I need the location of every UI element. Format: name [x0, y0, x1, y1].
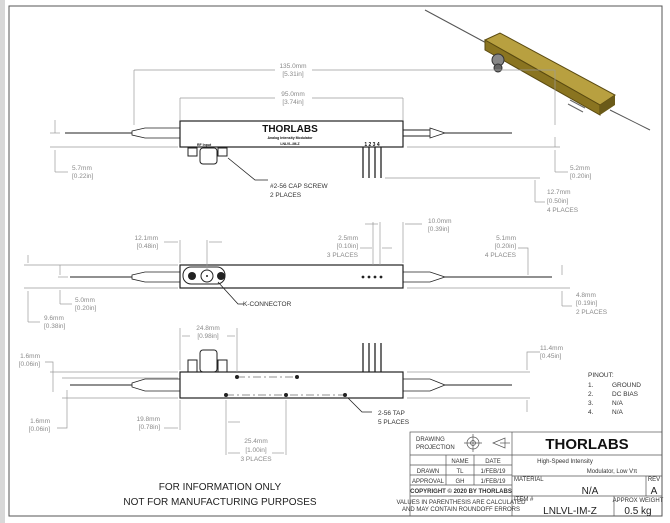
title_block-name_header: NAME	[451, 459, 468, 465]
title_block-item: LNLVL-IM-Z	[543, 506, 597, 517]
title_block-rev_label: REV	[648, 477, 660, 483]
dim-front-fiber-left-mm: 5.0mm	[75, 297, 95, 304]
dim-pin-pitch-note: 3 PLACES	[327, 252, 359, 259]
dim-fiber-right-in: [0.20in]	[570, 173, 592, 180]
title_block-approval_label: APPROVAL	[412, 479, 445, 485]
tap-callout: 2-56 TAP	[378, 410, 405, 417]
dim-top-offset-mm: 1.6mm	[20, 353, 40, 360]
dim-bottom-offset-in: [0.06in]	[29, 426, 51, 433]
title-block	[409, 431, 663, 517]
cap-screw-count: 2 PLACES	[270, 192, 302, 199]
dim-tap-pitch-in: [1.00in]	[245, 447, 267, 454]
title_block-drawn_date: 1/FEB/19	[480, 469, 506, 475]
dim-tap-offset-mm: 19.8mm	[137, 416, 160, 423]
top-view: 135.0mm [5.31in] 95.0mm [3.74in] THORLAB…	[50, 63, 592, 214]
dim-pin-pitch-in: [0.10in]	[337, 243, 359, 250]
dim-pin-pitch-mm: 2.5mm	[338, 235, 358, 242]
dim-fiber-left-mm: 5.7mm	[72, 165, 92, 172]
left-margin	[0, 0, 5, 523]
pinout-title: PINOUT:	[588, 372, 614, 379]
dim-front-fiber-right-in: [0.19in]	[576, 300, 598, 307]
drawing-border	[8, 5, 663, 517]
dim-pin-offset-mm: 10.0mm	[428, 218, 451, 225]
tap-count: 5 PLACES	[378, 419, 410, 426]
pinout-table: PINOUT: 1. GROUND 2. DC BIAS 3. N/A 4. N/A	[588, 372, 641, 416]
dim-connector-offset-mm: 12.1mm	[135, 235, 158, 242]
title_block-drawing_projection-1: PROJECTION	[416, 445, 455, 451]
footer-line-1: FOR INFORMATION ONLY	[159, 482, 282, 493]
cap-screw-callout: #2-56 CAP SCREW	[270, 183, 329, 190]
dim-tap-offset-in: [0.78in]	[139, 424, 161, 431]
title_block-note-1: AND MAY CONTAIN ROUNDOFF ERRORS	[402, 507, 520, 513]
dim-body-mm: 95.0mm	[281, 91, 304, 98]
dim-body-in: [3.74in]	[282, 99, 304, 106]
title_block-item_label: ITEM #	[514, 497, 534, 503]
thorlabs-logo: THORLABS	[545, 436, 628, 453]
body-part: LNLVL-IM-Z	[280, 142, 300, 146]
title_block-approval_date: 1/FEB/19	[480, 479, 506, 485]
dim-top-offset-in: [0.06in]	[19, 361, 41, 368]
rf-input-label: RF Input	[197, 143, 212, 147]
dim-bottom-offset-mm: 1.6mm	[30, 418, 50, 425]
title_block-drawn_name: TL	[456, 469, 464, 475]
dim-pin-length-note: 4 PLACES	[547, 207, 579, 214]
pin-numbers: 1 2 3 4	[364, 142, 380, 148]
dim-connector-span-in: [0.98in]	[197, 333, 219, 340]
dim-connector-offset-in: [0.48in]	[137, 243, 159, 250]
pinout-pins-2-num: 3.	[588, 400, 594, 407]
body-label: Analog Intensity Modulator	[267, 136, 313, 140]
footer-line-2: NOT FOR MANUFACTURING PURPOSES	[123, 497, 316, 508]
title_block-material_label: MATERIAL	[514, 477, 544, 483]
dim-pin-length-mm: 12.7mm	[547, 189, 570, 196]
pinout-pins-3-name: N/A	[612, 409, 624, 416]
title_block-note-0: VALUES IN PARENTHESIS ARE CALCULATED	[396, 500, 526, 506]
title_block-drawn_label: DRAWN	[417, 469, 439, 475]
pinout-pins-1-num: 2.	[588, 391, 594, 398]
title_block-title-1: Modulator, Low Vπ	[587, 469, 638, 475]
dim-tap-pitch-mm: 25.4mm	[244, 438, 267, 445]
dim-front-fiber-right-mm: 4.8mm	[576, 292, 596, 299]
k-connector-callout: K-CONNECTOR	[243, 301, 292, 308]
title-block-text: DRAWING PROJECTION NAME DATE DRAWN TL 1/…	[396, 436, 663, 517]
dim-pin-height-mm: 5.1mm	[496, 235, 516, 242]
front-view: 12.1mm [0.48in] 9.6mm [0.38in] 5.0mm [0.…	[24, 218, 608, 330]
title_block-title-0: High-Speed Intensity	[537, 459, 593, 465]
pinout-pins-0-name: GROUND	[612, 382, 641, 389]
title_block-material: N/A	[582, 486, 599, 497]
pinout-pins-2-name: N/A	[612, 400, 624, 407]
dim-fiber-right-mm: 5.2mm	[570, 165, 590, 172]
modulator-body	[179, 120, 404, 148]
title_block-date_header: DATE	[485, 459, 501, 465]
dim-body-width-in: [0.45in]	[540, 353, 562, 360]
title_block-rev: A	[651, 486, 658, 497]
dim-body-width-mm: 11.4mm	[540, 345, 563, 352]
title_block-approval_name: GH	[456, 479, 465, 485]
dim-overall-in: [5.31in]	[282, 71, 304, 78]
dim-front-fiber-right-note: 2 PLACES	[576, 309, 608, 316]
dim-pin-length-in: [0.50in]	[547, 198, 569, 205]
dim-pin-height-note: 4 PLACES	[485, 252, 517, 259]
dim-pin-height-in: [0.20in]	[495, 243, 517, 250]
title_block-copyright: COPYRIGHT © 2020 BY THORLABS	[410, 488, 512, 495]
dim-pin-offset-in: [0.39in]	[428, 226, 450, 233]
side-view: 24.8mm [0.98in] 1.6mm [0.06in] 1.6mm [0.…	[19, 325, 563, 463]
title_block-weight: 0.5 kg	[624, 506, 651, 517]
title_block-weight_label: APPROX WEIGHT	[613, 498, 664, 504]
body-brand: THORLABS	[262, 124, 318, 135]
pinout-pins-0-num: 1.	[588, 382, 594, 389]
pinout-pins-1-name: DC BIAS	[612, 391, 639, 398]
modulator-body-side	[179, 371, 404, 399]
dim-body-height-mm: 9.6mm	[44, 315, 64, 322]
pinout-pins-3-num: 4.	[588, 409, 594, 416]
dim-fiber-left-in: [0.22in]	[72, 173, 94, 180]
title_block-drawing_projection-0: DRAWING	[416, 437, 445, 443]
dim-connector-span-mm: 24.8mm	[196, 325, 219, 332]
dim-body-height-in: [0.38in]	[44, 323, 66, 330]
dim-front-fiber-left-in: [0.20in]	[75, 305, 97, 312]
dim-overall-mm: 135.0mm	[279, 63, 306, 70]
dim-tap-pitch-note: 3 PLACES	[240, 456, 272, 463]
